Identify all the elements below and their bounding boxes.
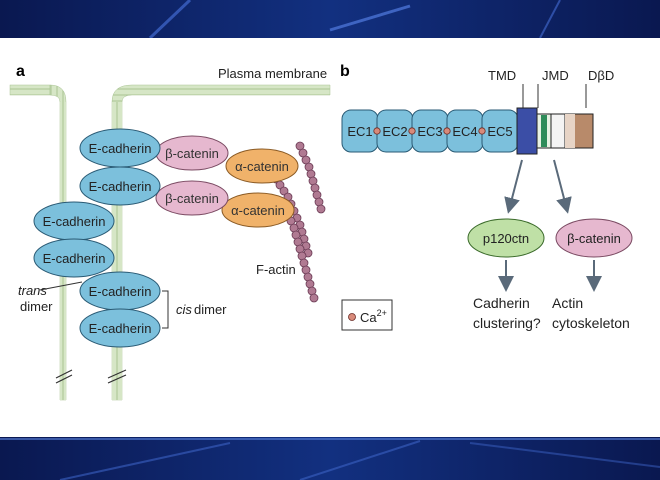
svg-text:E-cadherin: E-cadherin bbox=[89, 179, 152, 194]
beta-catenin-2: β-catenin bbox=[155, 180, 229, 216]
arrow-to-beta-catenin bbox=[553, 159, 572, 214]
e-cadherin-1: E-cadherin bbox=[79, 128, 161, 168]
cis-label: cis bbox=[176, 302, 192, 317]
tmd-label: TMD bbox=[488, 68, 516, 83]
svg-text:EC3: EC3 bbox=[417, 124, 442, 139]
ca-ion-1 bbox=[373, 127, 381, 135]
svg-text:E-cadherin: E-cadherin bbox=[89, 141, 152, 156]
alpha-catenin-1: α-catenin bbox=[225, 148, 299, 184]
svg-text:E-cadherin: E-cadherin bbox=[43, 214, 106, 229]
arrow-to-p120 bbox=[504, 159, 523, 214]
svg-text:α-catenin: α-catenin bbox=[235, 159, 289, 174]
f-actin-label: F-actin bbox=[256, 262, 296, 277]
ca-ion-4 bbox=[478, 127, 486, 135]
svg-text:Ca2+: Ca2+ bbox=[360, 308, 387, 325]
svg-text:α-catenin: α-catenin bbox=[231, 203, 285, 218]
ca-legend: Ca2+ bbox=[341, 299, 393, 331]
svg-text:β-catenin: β-catenin bbox=[165, 146, 219, 161]
tmd-segment bbox=[516, 107, 538, 155]
svg-text:EC1: EC1 bbox=[347, 124, 372, 139]
svg-text:EC4: EC4 bbox=[452, 124, 477, 139]
svg-text:β-catenin: β-catenin bbox=[165, 191, 219, 206]
outcome-clustering-line1: Cadherin bbox=[473, 295, 530, 311]
cadherin-figure: a Plasma membrane α-catenin α-catenin bbox=[9, 63, 633, 401]
e-cadherin-2: E-cadherin bbox=[79, 166, 161, 206]
trans-label: trans bbox=[18, 283, 47, 298]
cis-dimer-label: dimer bbox=[194, 302, 227, 317]
e-cadherin-5: E-cadherin bbox=[79, 271, 161, 311]
plasma-membrane-label: Plasma membrane bbox=[218, 66, 327, 81]
e-cadherin-3: E-cadherin bbox=[33, 201, 115, 241]
svg-text:E-cadherin: E-cadherin bbox=[43, 251, 106, 266]
panel-b: b TMD JMD DβD EC1 EC2 EC3 EC4 EC5 bbox=[340, 63, 633, 331]
jmd-label: JMD bbox=[542, 68, 569, 83]
panel-a-label: a bbox=[16, 63, 25, 80]
beta-catenin-1: β-catenin bbox=[155, 135, 229, 171]
outcome-actin-line1: Actin bbox=[552, 295, 583, 311]
trans-dimer-label: dimer bbox=[20, 299, 53, 314]
trans-dimer-leader bbox=[39, 281, 83, 291]
svg-text:E-cadherin: E-cadherin bbox=[89, 321, 152, 336]
e-cadherin-6: E-cadherin bbox=[79, 308, 161, 348]
cis-dimer-bracket bbox=[162, 290, 169, 329]
f-actin-filament bbox=[265, 141, 326, 303]
panel-a: a Plasma membrane α-catenin α-catenin bbox=[9, 63, 331, 401]
svg-text:E-cadherin: E-cadherin bbox=[89, 284, 152, 299]
cytoplasmic-tail bbox=[550, 113, 566, 149]
slide-bottom-banner bbox=[0, 437, 660, 480]
p120ctn-node: p120ctn bbox=[467, 218, 545, 258]
panel-b-label: b bbox=[340, 63, 350, 80]
svg-text:p120ctn: p120ctn bbox=[483, 231, 529, 246]
slide-top-banner bbox=[0, 0, 660, 38]
ec-domains: EC1 EC2 EC3 EC4 EC5 bbox=[341, 109, 519, 153]
outcome-actin-line2: cytoskeleton bbox=[552, 315, 630, 331]
svg-text:β-catenin: β-catenin bbox=[567, 231, 621, 246]
svg-text:EC5: EC5 bbox=[487, 124, 512, 139]
beta-catenin-node: β-catenin bbox=[555, 218, 633, 258]
svg-text:EC2: EC2 bbox=[382, 124, 407, 139]
ca-ion-2 bbox=[408, 127, 416, 135]
ca-ion-3 bbox=[443, 127, 451, 135]
outcome-clustering-line2: clustering? bbox=[473, 315, 541, 331]
e-cadherin-4: E-cadherin bbox=[33, 238, 115, 278]
dbd-label: DβD bbox=[588, 68, 614, 83]
alpha-catenin-2: α-catenin bbox=[221, 192, 295, 228]
